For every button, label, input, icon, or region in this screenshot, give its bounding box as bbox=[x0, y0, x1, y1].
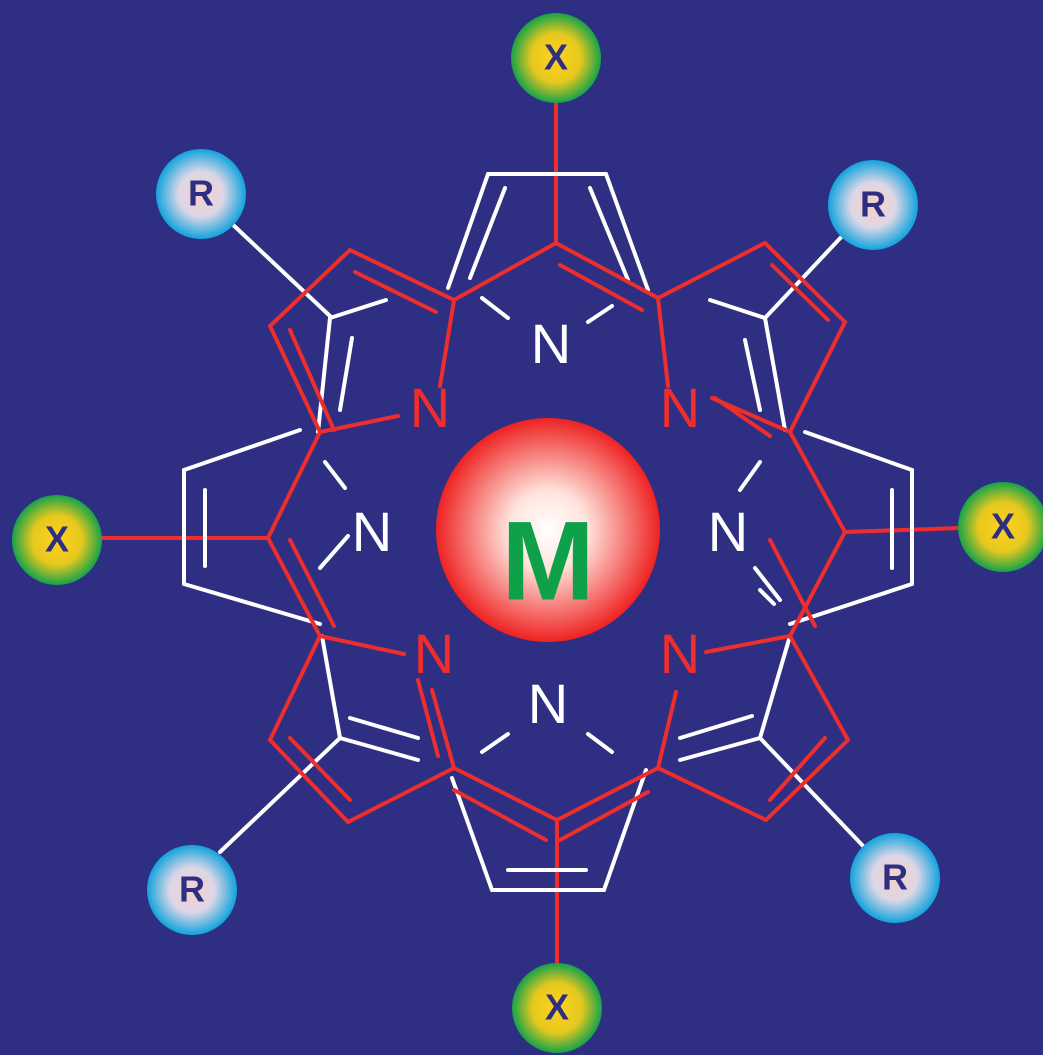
n-red-bottom-left: N bbox=[414, 622, 454, 685]
bond-x-right bbox=[843, 526, 962, 534]
svg-text:R: R bbox=[179, 869, 205, 910]
r-substituents: R R R R bbox=[147, 149, 940, 935]
inner-red-ring bbox=[265, 240, 851, 842]
r-substituent-bottom-left: R bbox=[147, 845, 237, 935]
svg-text:X: X bbox=[45, 519, 69, 560]
n-red-top-left: N bbox=[410, 376, 450, 439]
n-white-left: N bbox=[352, 500, 392, 563]
n-white-bottom: N bbox=[528, 672, 568, 735]
x-substituent-right: X bbox=[958, 482, 1043, 572]
svg-text:X: X bbox=[544, 37, 568, 78]
metal-label: M bbox=[501, 499, 594, 624]
n-red-bottom-right: N bbox=[660, 622, 700, 685]
r-substituent-top-right: R bbox=[828, 160, 918, 250]
svg-text:X: X bbox=[991, 506, 1015, 547]
n-white-top: N bbox=[531, 312, 571, 375]
n-red-top-right: N bbox=[660, 376, 700, 439]
n-white-right: N bbox=[708, 500, 748, 563]
svg-text:R: R bbox=[882, 857, 908, 898]
svg-text:X: X bbox=[545, 987, 569, 1028]
bond-r-bottom-left bbox=[218, 736, 342, 854]
bond-r-top-right bbox=[763, 230, 848, 320]
bond-r-bottom-right bbox=[758, 736, 867, 850]
x-substituent-left: X bbox=[12, 495, 102, 585]
metal-center-circle bbox=[436, 418, 660, 642]
svg-text:R: R bbox=[860, 184, 886, 225]
r-substituent-top-left: R bbox=[156, 149, 246, 239]
white-nitrogen-labels: N N N N bbox=[352, 312, 748, 735]
x-substituent-top: X bbox=[511, 13, 601, 103]
red-nitrogen-labels: N N N N bbox=[410, 376, 700, 685]
x-substituent-bottom: X bbox=[512, 963, 602, 1053]
r-substituent-bottom-right: R bbox=[850, 833, 940, 923]
x-substituents: X X X X bbox=[12, 13, 1043, 1053]
bond-r-top-left bbox=[228, 220, 332, 318]
svg-text:R: R bbox=[188, 173, 214, 214]
